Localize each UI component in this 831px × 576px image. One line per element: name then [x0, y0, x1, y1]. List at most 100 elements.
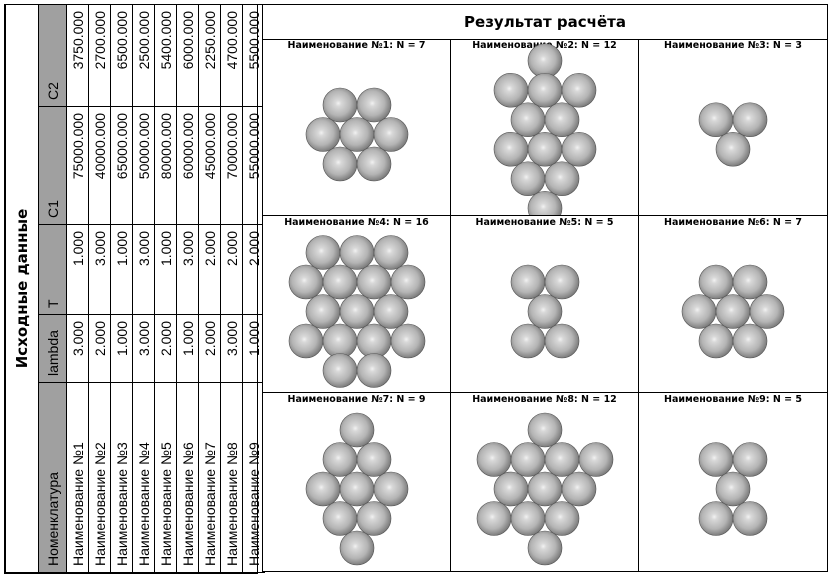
cell-t[interactable]: 3.000 [133, 225, 155, 315]
cell-lambda[interactable]: 1.000 [177, 315, 199, 383]
cell-name[interactable]: Наименование №7 [199, 383, 221, 573]
sphere [289, 324, 323, 358]
sphere [511, 162, 545, 196]
input-data-table: Исходные данные Номенклатура lambda T C1… [5, 4, 265, 573]
sphere [682, 295, 716, 329]
sphere [357, 88, 391, 122]
sphere [545, 443, 579, 477]
cell-c1[interactable]: 80000.000 [155, 107, 177, 225]
table-row[interactable]: Наименование №3 1.000 1.000 65000.000 65… [111, 5, 133, 573]
sphere [545, 265, 579, 299]
sphere [511, 502, 545, 536]
sphere-pack-graphic [639, 39, 827, 216]
column-header-lambda[interactable]: lambda [39, 315, 67, 383]
table-row[interactable]: Наименование №7 2.000 2.000 45000.000 22… [199, 5, 221, 573]
cell-lambda[interactable]: 2.000 [199, 315, 221, 383]
column-header-c1[interactable]: C1 [39, 107, 67, 225]
cell-t[interactable]: 1.000 [155, 225, 177, 315]
cell-c2[interactable]: 6000.000 [177, 5, 199, 107]
sphere [494, 73, 528, 107]
sphere [340, 118, 374, 152]
cell-name[interactable]: Наименование №2 [89, 383, 111, 573]
cell-name[interactable]: Наименование №5 [155, 383, 177, 573]
cell-c2[interactable]: 4700.000 [221, 5, 243, 107]
input-table-title: Исходные данные [6, 5, 39, 573]
cell-c2[interactable]: 2700.000 [89, 5, 111, 107]
column-header-nomenclature[interactable]: Номенклатура [39, 383, 67, 573]
sphere-pack-graphic [451, 393, 639, 571]
cell-name[interactable]: Наименование №3 [111, 383, 133, 573]
sphere [306, 118, 340, 152]
sphere [323, 502, 357, 536]
sphere-pack-graphic [639, 216, 827, 393]
result-cell-2: Наименование №2: N = 12 [451, 39, 639, 216]
sphere [477, 443, 511, 477]
column-header-c2[interactable]: C2 [39, 5, 67, 107]
table-row[interactable]: Наименование №2 2.000 3.000 40000.000 27… [89, 5, 111, 573]
sphere [340, 413, 374, 447]
cell-c1[interactable]: 50000.000 [133, 107, 155, 225]
sphere [494, 132, 528, 166]
sphere [733, 103, 767, 137]
sphere [511, 443, 545, 477]
sphere [477, 502, 511, 536]
table-row[interactable]: Наименование №1 3.000 1.000 75000.000 37… [67, 5, 89, 573]
cell-c2[interactable]: 5400.000 [155, 5, 177, 107]
sphere [562, 73, 596, 107]
sphere [528, 413, 562, 447]
result-cell-8: Наименование №8: N = 12 [451, 393, 639, 571]
cell-lambda[interactable]: 3.000 [133, 315, 155, 383]
cell-c1[interactable]: 70000.000 [221, 107, 243, 225]
cell-lambda[interactable]: 3.000 [221, 315, 243, 383]
table-row[interactable]: Наименование №8 3.000 2.000 70000.000 47… [221, 5, 243, 573]
cell-c1[interactable]: 45000.000 [199, 107, 221, 225]
sphere [733, 324, 767, 358]
cell-c1[interactable]: 40000.000 [89, 107, 111, 225]
sphere-pack-graphic [263, 216, 451, 393]
cell-name[interactable]: Наименование №4 [133, 383, 155, 573]
sphere [357, 443, 391, 477]
cell-t[interactable]: 2.000 [221, 225, 243, 315]
sphere [528, 472, 562, 506]
column-header-t[interactable]: T [39, 225, 67, 315]
cell-t[interactable]: 1.000 [111, 225, 133, 315]
cell-c1[interactable]: 75000.000 [67, 107, 89, 225]
cell-name[interactable]: Наименование №1 [67, 383, 89, 573]
result-cell-9: Наименование №9: N = 5 [639, 393, 827, 571]
cell-t[interactable]: 3.000 [177, 225, 199, 315]
cell-t[interactable]: 1.000 [67, 225, 89, 315]
sphere [306, 236, 340, 270]
table-row[interactable]: Наименование №6 1.000 3.000 60000.000 60… [177, 5, 199, 573]
sphere [545, 502, 579, 536]
cell-c2[interactable]: 2500.000 [133, 5, 155, 107]
cell-lambda[interactable]: 3.000 [67, 315, 89, 383]
sphere [699, 103, 733, 137]
cell-c1[interactable]: 60000.000 [177, 107, 199, 225]
cell-c1[interactable]: 65000.000 [111, 107, 133, 225]
cell-name[interactable]: Наименование №8 [221, 383, 243, 573]
sphere [716, 295, 750, 329]
sphere [323, 265, 357, 299]
cell-lambda[interactable]: 2.000 [89, 315, 111, 383]
cell-name[interactable]: Наименование №6 [177, 383, 199, 573]
sphere [323, 324, 357, 358]
cell-t[interactable]: 2.000 [199, 225, 221, 315]
sphere [357, 147, 391, 181]
result-cell-5: Наименование №5: N = 5 [451, 216, 639, 393]
cell-t[interactable]: 3.000 [89, 225, 111, 315]
sphere [374, 236, 408, 270]
cell-lambda[interactable]: 2.000 [155, 315, 177, 383]
table-row[interactable]: Наименование №5 2.000 1.000 80000.000 54… [155, 5, 177, 573]
sphere [391, 324, 425, 358]
sphere [528, 531, 562, 565]
sphere [357, 502, 391, 536]
sphere [374, 295, 408, 329]
table-row[interactable]: Наименование №4 3.000 3.000 50000.000 25… [133, 5, 155, 573]
sphere [494, 472, 528, 506]
cell-c2[interactable]: 3750.000 [67, 5, 89, 107]
sphere [511, 324, 545, 358]
sphere [562, 472, 596, 506]
cell-c2[interactable]: 6500.000 [111, 5, 133, 107]
cell-c2[interactable]: 2250.000 [199, 5, 221, 107]
cell-lambda[interactable]: 1.000 [111, 315, 133, 383]
